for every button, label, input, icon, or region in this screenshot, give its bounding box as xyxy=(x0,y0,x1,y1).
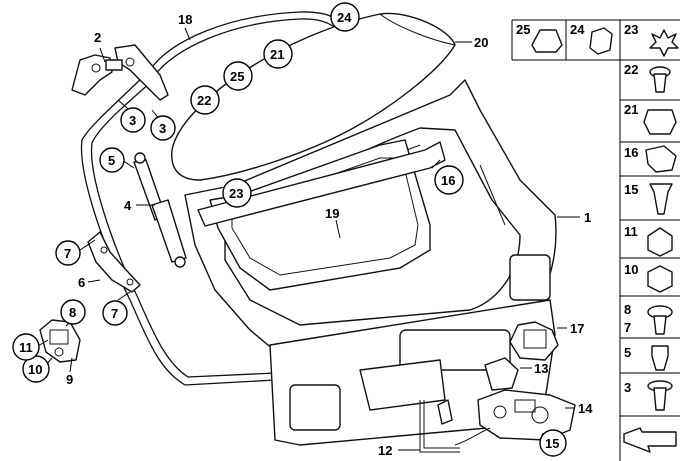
callout-label: 20 xyxy=(474,35,488,50)
callout-label: 17 xyxy=(570,321,584,336)
callout-bubble: 16 xyxy=(434,165,464,195)
legend-label: 5 xyxy=(624,345,631,360)
callout-bubble: 7 xyxy=(102,300,128,326)
callout-bubble: 7 xyxy=(55,240,81,266)
callout-bubble: 22 xyxy=(190,85,220,115)
legend-label: 15 xyxy=(624,182,638,197)
callout-bubble: 25 xyxy=(223,61,253,91)
legend-icons xyxy=(531,27,679,453)
legend-labels: 25 24 23 22 21 16 15 11 10 8 7 5 3 xyxy=(516,22,638,395)
svg-text:7: 7 xyxy=(64,246,71,261)
svg-text:11: 11 xyxy=(19,340,33,355)
legend-panel xyxy=(511,19,680,461)
star-washer-23-icon xyxy=(649,29,679,57)
svg-text:7: 7 xyxy=(111,306,118,321)
clip-16-icon xyxy=(645,145,677,173)
callout-bubble: 23 xyxy=(222,178,252,208)
legend-label: 22 xyxy=(624,62,638,77)
callout-bubble: 15 xyxy=(539,429,567,457)
svg-text:23: 23 xyxy=(229,186,243,201)
callout-label: 2 xyxy=(94,30,101,45)
clip-25-icon xyxy=(531,29,563,53)
screw-15-icon xyxy=(649,183,673,215)
bolt-5-icon xyxy=(651,345,669,371)
callout-label: 13 xyxy=(534,361,548,376)
legend-label: 3 xyxy=(624,380,631,395)
callout-bubble: 5 xyxy=(99,147,125,173)
brace-bar xyxy=(197,141,446,227)
callout-bubble: 8 xyxy=(60,299,86,325)
callout-bubble: 24 xyxy=(330,2,360,32)
callout-bubble: 21 xyxy=(263,39,293,69)
legend-label: 23 xyxy=(624,22,638,37)
gas-strut xyxy=(133,152,187,268)
svg-text:10: 10 xyxy=(28,362,42,377)
legend-label: 25 xyxy=(516,22,530,37)
nut-11-icon xyxy=(647,227,673,257)
legend-label: 8 xyxy=(624,302,631,317)
svg-text:24: 24 xyxy=(337,10,352,25)
direction-arrow-icon xyxy=(623,427,677,453)
callout-label: 18 xyxy=(178,12,192,27)
legend-label: 10 xyxy=(624,262,638,277)
callout-label: 12 xyxy=(378,443,392,458)
svg-text:21: 21 xyxy=(270,47,284,62)
svg-text:5: 5 xyxy=(108,153,115,168)
legend-label: 7 xyxy=(624,320,631,335)
callouts: 1 2 4 6 9 12 13 14 17 18 19 20 3 3 5 7 7 xyxy=(12,2,593,458)
lower-hinge xyxy=(39,319,81,363)
cap-21-icon xyxy=(643,109,677,135)
callout-label: 1 xyxy=(584,210,591,225)
svg-text:3: 3 xyxy=(129,113,136,128)
legend-label: 16 xyxy=(624,145,638,160)
strut-bracket xyxy=(87,231,141,293)
callout-bubble: 3 xyxy=(150,115,176,141)
callout-label: 19 xyxy=(325,206,339,221)
callout-bubble: 11 xyxy=(12,333,40,361)
callout-label: 6 xyxy=(78,275,85,290)
svg-text:3: 3 xyxy=(159,121,166,136)
callout-label: 9 xyxy=(66,372,73,387)
svg-text:8: 8 xyxy=(69,305,76,320)
svg-text:25: 25 xyxy=(230,69,244,84)
clip-24-icon xyxy=(589,27,613,55)
nut-10-icon xyxy=(647,265,673,293)
release-cable xyxy=(419,399,491,453)
latch-motor xyxy=(509,321,559,361)
callout-bubble: 10 xyxy=(22,355,50,383)
svg-text:16: 16 xyxy=(441,173,455,188)
legend-label: 11 xyxy=(624,224,638,239)
legend-label: 24 xyxy=(570,22,585,37)
callout-label: 14 xyxy=(578,401,593,416)
legend-label: 21 xyxy=(624,102,638,117)
hinge-assembly xyxy=(71,44,169,101)
lock-cover xyxy=(484,357,519,391)
svg-text:22: 22 xyxy=(197,93,211,108)
callout-label: 4 xyxy=(124,198,132,213)
callout-bubble: 3 xyxy=(120,107,146,133)
svg-text:15: 15 xyxy=(545,436,559,451)
